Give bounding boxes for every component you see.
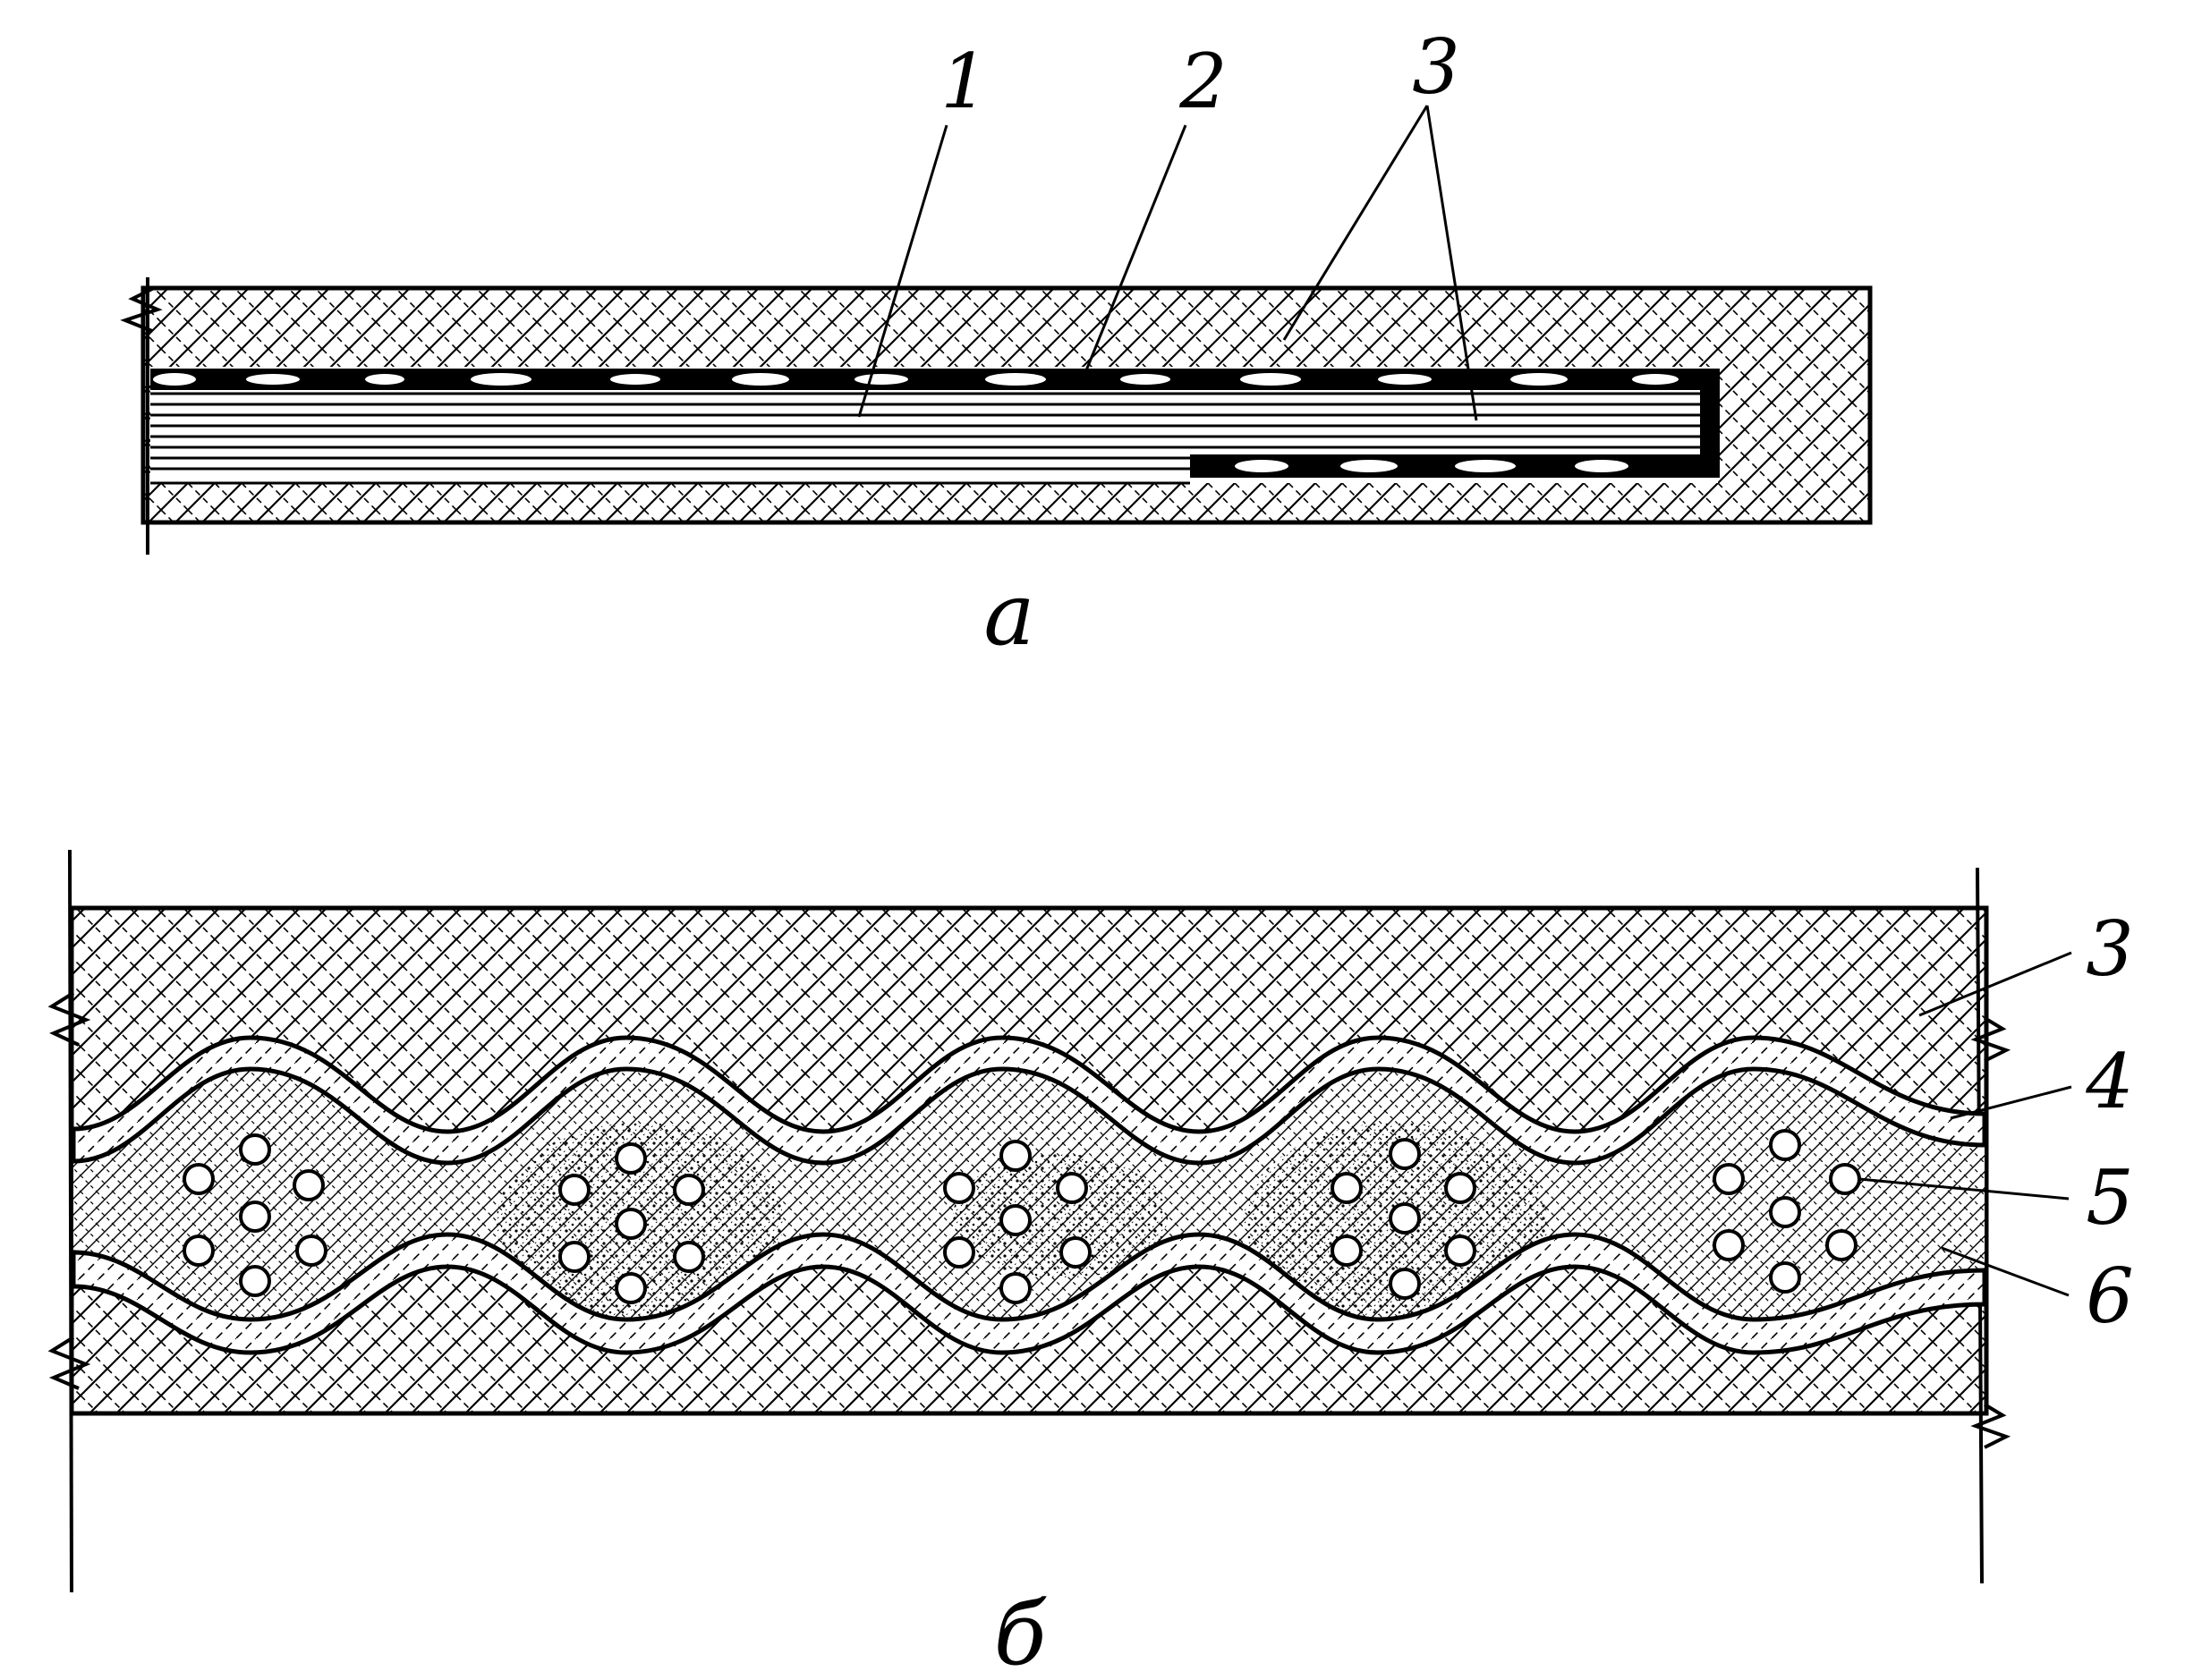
coating-stripe-bottom <box>1190 454 1720 478</box>
edge-line-left-b <box>68 849 73 1593</box>
break-mark-right-top-b <box>1970 1016 2011 1063</box>
callout-6: 6 <box>2086 1252 2133 1340</box>
break-mark-left-bottom-b <box>47 1336 91 1390</box>
callout-2: 2 <box>1178 38 1227 125</box>
callout-3: 3 <box>1412 23 1459 111</box>
fiber-bundle-2 <box>558 1142 705 1304</box>
wavy-band-upper-hatch <box>73 1038 1985 1163</box>
coating-stripe-top <box>150 369 1720 478</box>
figure-b: 3 4 5 6 б <box>47 849 2134 1680</box>
fiber-bundles <box>183 1129 1861 1304</box>
figure-a: 1 2 3 а <box>120 23 1873 665</box>
fiber-bundle-3 <box>943 1140 1092 1304</box>
callout-1: 1 <box>940 38 988 125</box>
callout-3-b: 3 <box>2086 905 2133 993</box>
leader-lines-a <box>857 105 1478 421</box>
figure-b-caption: б <box>994 1584 1047 1680</box>
callout-5: 5 <box>2086 1154 2133 1242</box>
fiber-bundle-4 <box>1331 1138 1476 1300</box>
break-mark-right-bottom-b <box>1970 1403 2011 1449</box>
callout-4: 4 <box>2085 1038 2133 1125</box>
break-mark-left-a <box>120 286 163 333</box>
fiber-bundle-5 <box>1713 1129 1861 1294</box>
laminate-layers <box>150 392 1705 485</box>
fiber-bundle-1 <box>183 1133 327 1297</box>
break-mark-left-top-b <box>47 991 91 1047</box>
wavy-band-lower-hatch <box>73 1235 1985 1353</box>
figure-a-caption: а <box>983 564 1034 665</box>
leader-lines-b <box>1858 951 2072 1297</box>
